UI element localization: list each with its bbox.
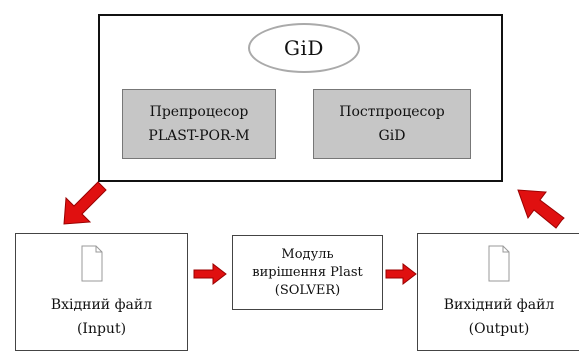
gid-title-ellipse: GiD	[248, 23, 360, 73]
input-file-label-line2: (Input)	[76, 321, 127, 337]
preprocessor-box: Препроцесор PLAST-POR-M	[122, 89, 276, 159]
gid-title: GiD	[284, 36, 324, 60]
input-file-label: Вхідний файл (Input)	[15, 293, 188, 341]
arrow-input-to-solver-icon	[193, 262, 227, 286]
solver-label-line1: Модуль	[281, 246, 334, 262]
preprocessor-label-line1: Препроцесор	[149, 104, 249, 120]
postprocessor-label-line1: Постпроцесор	[339, 104, 445, 120]
postprocessor-box: Постпроцесор GiD	[313, 89, 471, 159]
arrow-output-to-gid-icon	[517, 189, 565, 229]
input-document-icon	[81, 245, 103, 282]
output-file-label: Вихідний файл (Output)	[417, 293, 579, 341]
input-file-label-line1: Вхідний файл	[50, 297, 153, 313]
output-file-label-line1: Вихідний файл	[443, 297, 555, 313]
postprocessor-label-line2: GiD	[378, 128, 406, 144]
solver-label-line2: вирішення Plast	[252, 264, 363, 280]
preprocessor-label-line2: PLAST-POR-M	[148, 128, 250, 144]
output-file-label-line2: (Output)	[468, 321, 530, 337]
arrow-gid-to-input-icon	[63, 181, 107, 225]
solver-box: Модуль вирішення Plast (SOLVER)	[232, 235, 383, 310]
output-document-icon	[488, 245, 510, 282]
arrow-solver-to-output-icon	[385, 262, 417, 286]
solver-label-line3: (SOLVER)	[274, 282, 341, 298]
